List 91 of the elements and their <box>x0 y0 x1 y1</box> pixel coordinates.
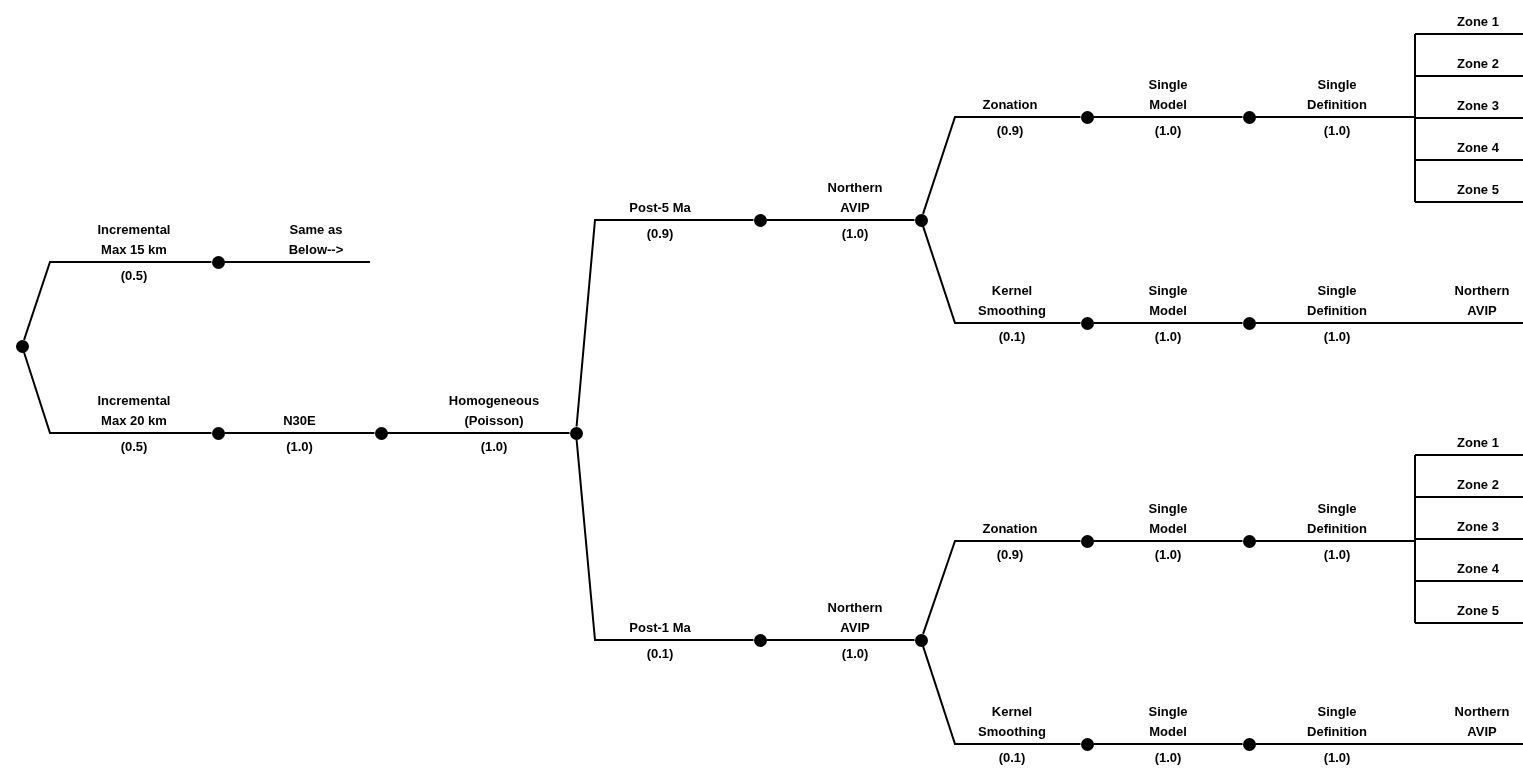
branch-line <box>1092 116 1244 118</box>
branch-weight: (0.5) <box>119 267 149 285</box>
branch-line <box>386 432 571 434</box>
branch-node-dot <box>374 426 388 440</box>
zone-label: Zone 5 <box>1456 181 1500 199</box>
branch-label: Post-1 Ma <box>628 619 692 637</box>
branch-line <box>1254 116 1416 118</box>
branch-weight: (1.0) <box>479 438 509 456</box>
branch-weight: (1.0) <box>1322 122 1352 140</box>
branch-label: Single Definition <box>1306 282 1368 320</box>
branch-label: Northern AVIP <box>1453 703 1511 741</box>
branch-node-dot <box>914 213 928 227</box>
branch-weight: (0.9) <box>645 225 675 243</box>
branch-node-dot <box>1242 110 1256 124</box>
branch-label: Single Definition <box>1306 703 1368 741</box>
zone-label: Zone 2 <box>1456 55 1500 73</box>
branch-line <box>1092 322 1244 324</box>
branch-line <box>575 438 755 641</box>
branch-label: Kernel Smoothing <box>977 703 1047 741</box>
branch-line <box>1254 743 1523 745</box>
branch-node-dot <box>211 426 225 440</box>
zone-label: Zone 5 <box>1456 602 1500 620</box>
branch-label: Homogeneous (Poisson) <box>447 392 541 430</box>
branch-label: Kernel Smoothing <box>977 282 1047 320</box>
branch-weight: (1.0) <box>1153 122 1183 140</box>
branch-node-dot <box>753 633 767 647</box>
branch-node-dot <box>1242 737 1256 751</box>
branch-line <box>765 219 916 221</box>
branch-node-dot <box>211 255 225 269</box>
branch-weight: (1.0) <box>1153 749 1183 767</box>
zone-label: Zone 1 <box>1456 434 1500 452</box>
branch-line <box>922 540 1082 635</box>
branch-node-dot <box>15 339 29 353</box>
branch-label: Single Definition <box>1306 76 1368 114</box>
branch-node-dot <box>1242 534 1256 548</box>
branch-weight: (1.0) <box>285 438 314 456</box>
branch-line <box>23 261 213 341</box>
branch-label: Northern AVIP <box>1453 282 1511 320</box>
branch-weight: (1.0) <box>1322 328 1352 346</box>
branch-node-dot <box>914 633 928 647</box>
branch-weight: (0.9) <box>995 122 1025 140</box>
branch-node-dot <box>1242 316 1256 330</box>
branch-label: Single Model <box>1147 282 1189 320</box>
branch-line <box>1254 540 1416 542</box>
branch-line <box>1092 743 1244 745</box>
branch-line <box>922 225 1082 324</box>
branch-label: Zonation <box>981 520 1039 538</box>
branch-node-dot <box>1080 316 1094 330</box>
branch-node-dot <box>1080 534 1094 548</box>
branch-label: Single Model <box>1147 500 1189 538</box>
branch-line <box>575 219 755 428</box>
branch-line <box>223 432 376 434</box>
branch-label: Northern AVIP <box>826 599 884 637</box>
branch-node-dot <box>1080 110 1094 124</box>
branch-node-dot <box>569 426 583 440</box>
zone-label: Zone 1 <box>1456 13 1500 31</box>
branch-weight: (1.0) <box>1153 328 1183 346</box>
branch-line <box>23 351 213 434</box>
branch-line <box>922 116 1082 215</box>
branch-line <box>223 261 371 263</box>
zone-label: Zone 2 <box>1456 476 1500 494</box>
branch-label: Same as Below--> <box>287 221 345 259</box>
branch-label: Incremental Max 20 km <box>96 392 172 430</box>
branch-weight: (1.0) <box>840 645 870 663</box>
branch-node-dot <box>753 213 767 227</box>
zone-label: Zone 3 <box>1456 518 1500 536</box>
branch-weight: (1.0) <box>1153 546 1183 564</box>
branch-label: N30E <box>282 412 317 430</box>
branch-label: Post-5 Ma <box>628 199 692 217</box>
branch-line <box>922 645 1082 745</box>
branch-weight: (0.1) <box>997 328 1027 346</box>
zone-label: Zone 4 <box>1456 560 1500 578</box>
zone-label: Zone 4 <box>1456 139 1500 157</box>
branch-line <box>1254 322 1523 324</box>
branch-label: Single Model <box>1147 76 1189 114</box>
branch-weight: (0.5) <box>119 438 149 456</box>
branch-weight: (1.0) <box>840 225 870 243</box>
branch-weight: (0.1) <box>645 645 675 663</box>
branch-label: Zonation <box>981 96 1039 114</box>
branch-weight: (0.1) <box>997 749 1027 767</box>
zone-label: Zone 3 <box>1456 97 1500 115</box>
branch-label: Single Model <box>1147 703 1189 741</box>
branch-line <box>1092 540 1244 542</box>
branch-weight: (1.0) <box>1322 749 1352 767</box>
branch-label: Northern AVIP <box>826 179 884 217</box>
branch-weight: (1.0) <box>1322 546 1352 564</box>
branch-label: Single Definition <box>1306 500 1368 538</box>
branch-weight: (0.9) <box>995 546 1025 564</box>
branch-label: Incremental Max 15 km <box>96 221 172 259</box>
branch-node-dot <box>1080 737 1094 751</box>
branch-line <box>765 639 916 641</box>
